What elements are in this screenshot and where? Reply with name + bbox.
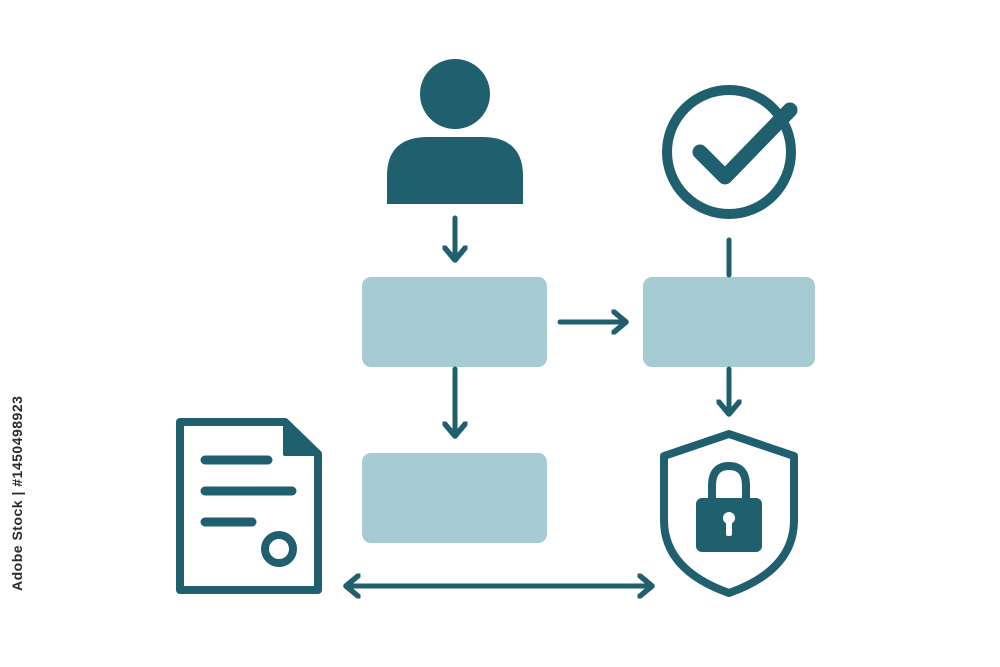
stock-id-watermark: Adobe Stock | #1450498923 <box>9 395 25 591</box>
checkmark-circle-icon <box>662 85 798 219</box>
process-box-2 <box>643 277 815 367</box>
process-box-1 <box>362 277 547 367</box>
process-box-3 <box>362 453 547 543</box>
shield-lock-icon <box>660 430 798 597</box>
user-icon <box>387 59 523 204</box>
document-certificate-icon <box>176 418 322 594</box>
